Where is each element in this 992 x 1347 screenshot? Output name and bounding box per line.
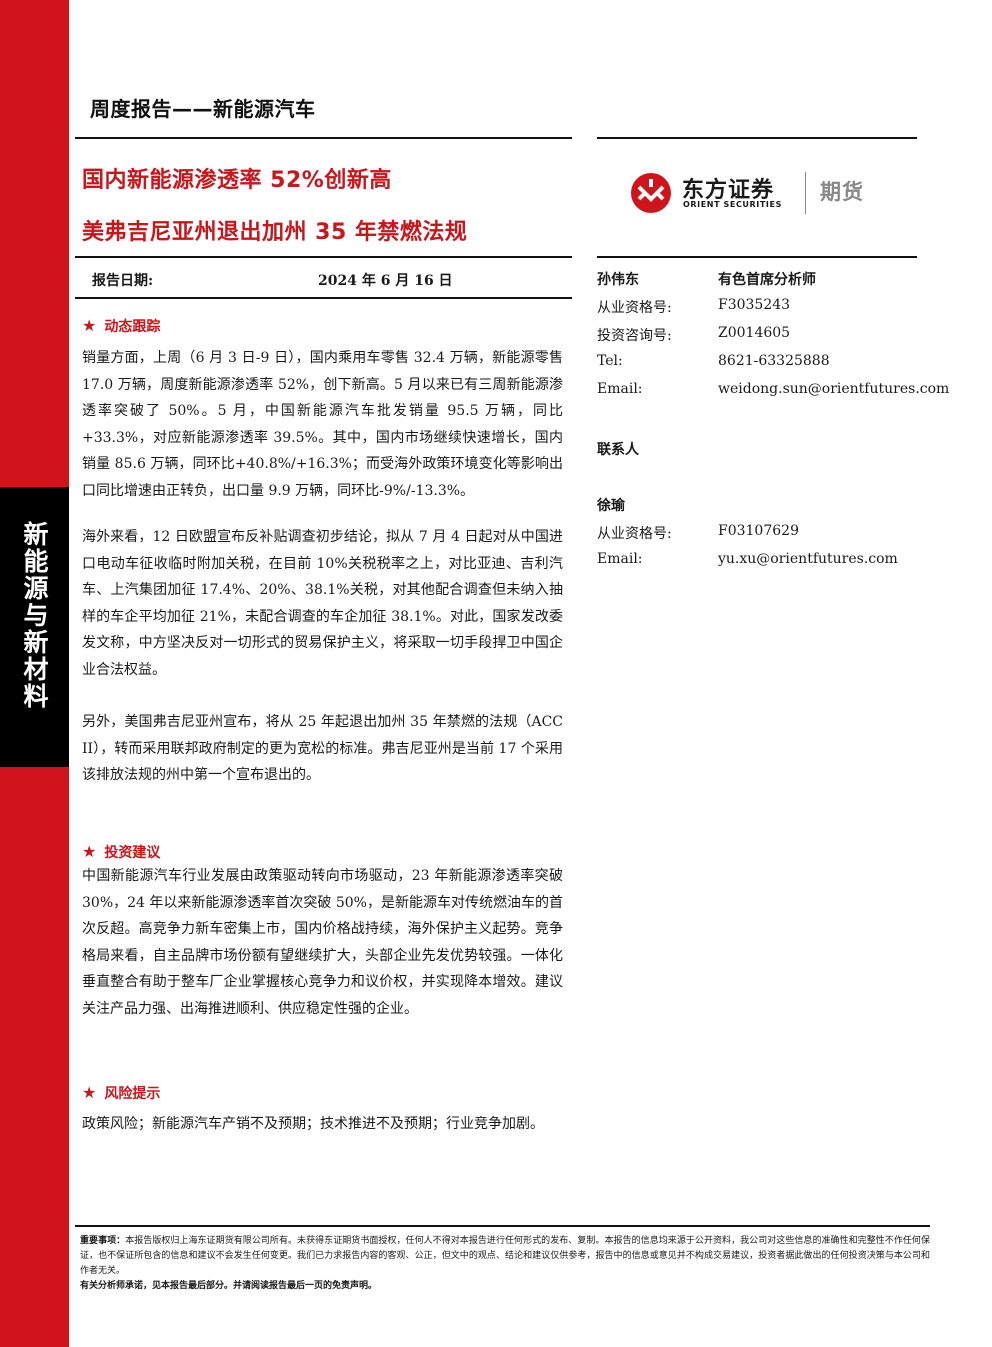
paragraph-risk: 政策风险；新能源汽车产销不及预期；技术推进不及预期；行业竞争加剧。 xyxy=(82,1116,544,1132)
date-divider-top xyxy=(75,256,572,258)
disclaimer-text: 本报告版权归上海东证期货有限公司所有。未获得东证期货书面授权，任何人不得对本报告… xyxy=(80,1236,930,1276)
header-divider-left xyxy=(75,137,572,139)
headline-line-2: 美弗吉尼亚州退出加州 35 年禁燃法规 xyxy=(82,220,468,245)
star-icon: ★ xyxy=(82,316,97,335)
star-icon: ★ xyxy=(82,842,97,861)
side-category-tab: 新能源与新材料 xyxy=(0,487,69,767)
headline-line-1: 国内新能源渗透率 52%创新高 xyxy=(82,168,392,193)
analyst-role: 有色首席分析师 xyxy=(718,272,816,288)
report-type-title: 周度报告——新能源汽车 xyxy=(90,97,316,121)
brand-name-en: ORIENT SECURITIES xyxy=(683,200,782,209)
analyst-consult-number: Z0014605 xyxy=(718,325,791,341)
brand-subbrand: 期货 xyxy=(820,180,864,204)
analyst-divider xyxy=(597,256,917,258)
report-date-value: 2024 年 6 月 16 日 xyxy=(318,273,453,289)
paragraph-tracking-virginia: 另外，美国弗吉尼亚州宣布，将从 25 年起退出加州 35 年禁燃的法规（ACC … xyxy=(82,714,563,783)
paragraph-tracking-sales: 销量方面，上周（6 月 3 日-9 日），国内乘用车零售 32.4 万辆，新能源… xyxy=(82,350,563,499)
star-icon: ★ xyxy=(82,1083,97,1102)
paragraph-investment: 中国新能源汽车行业发展由政策驱动转向市场驱动，23 年新能源渗透率突破 30%，… xyxy=(82,868,563,1017)
section-title-investment: ★ 投资建议 xyxy=(82,842,161,862)
disclaimer-footer: 有关分析师承诺，见本报告最后部分。并请阅读报告最后一页的免责声明。 xyxy=(80,1281,378,1291)
analyst-name: 孙伟东 xyxy=(597,272,639,288)
disclaimer-block: 重要事项：本报告版权归上海东证期货有限公司所有。未获得东证期货书面授权，任何人不… xyxy=(80,1234,930,1294)
disclaimer-label: 重要事项： xyxy=(80,1236,126,1246)
brand-name-cn: 东方证券 xyxy=(682,178,775,203)
date-divider-bottom xyxy=(75,297,572,299)
report-date-label: 报告日期: xyxy=(92,273,154,289)
side-category-label: 新能源与新材料 xyxy=(20,521,49,710)
header-divider-right xyxy=(597,137,917,139)
paragraph-tracking-overseas: 海外来看，12 日欧盟宣布反补贴调查初步结论，拟从 7 月 4 日起对从中国进口… xyxy=(82,529,563,678)
analyst-email-link[interactable]: weidong.sun@orientfutures.com xyxy=(718,381,950,397)
brand-divider xyxy=(805,172,806,214)
contact-qual-number: F03107629 xyxy=(718,523,799,539)
contact-email-link[interactable]: yu.xu@orientfutures.com xyxy=(718,551,898,567)
analyst-tel: 8621-63325888 xyxy=(718,353,830,369)
brand-logo: 东方证券 ORIENT SECURITIES 期货 xyxy=(630,168,880,218)
analyst-qual-number: F3035243 xyxy=(718,297,791,313)
section-title-tracking: ★ 动态跟踪 xyxy=(82,316,161,336)
disclaimer-divider xyxy=(75,1225,930,1227)
contact-name: 徐瑜 xyxy=(597,498,625,514)
brand-logo-icon xyxy=(631,173,671,213)
section-title-risk: ★ 风险提示 xyxy=(82,1083,161,1103)
